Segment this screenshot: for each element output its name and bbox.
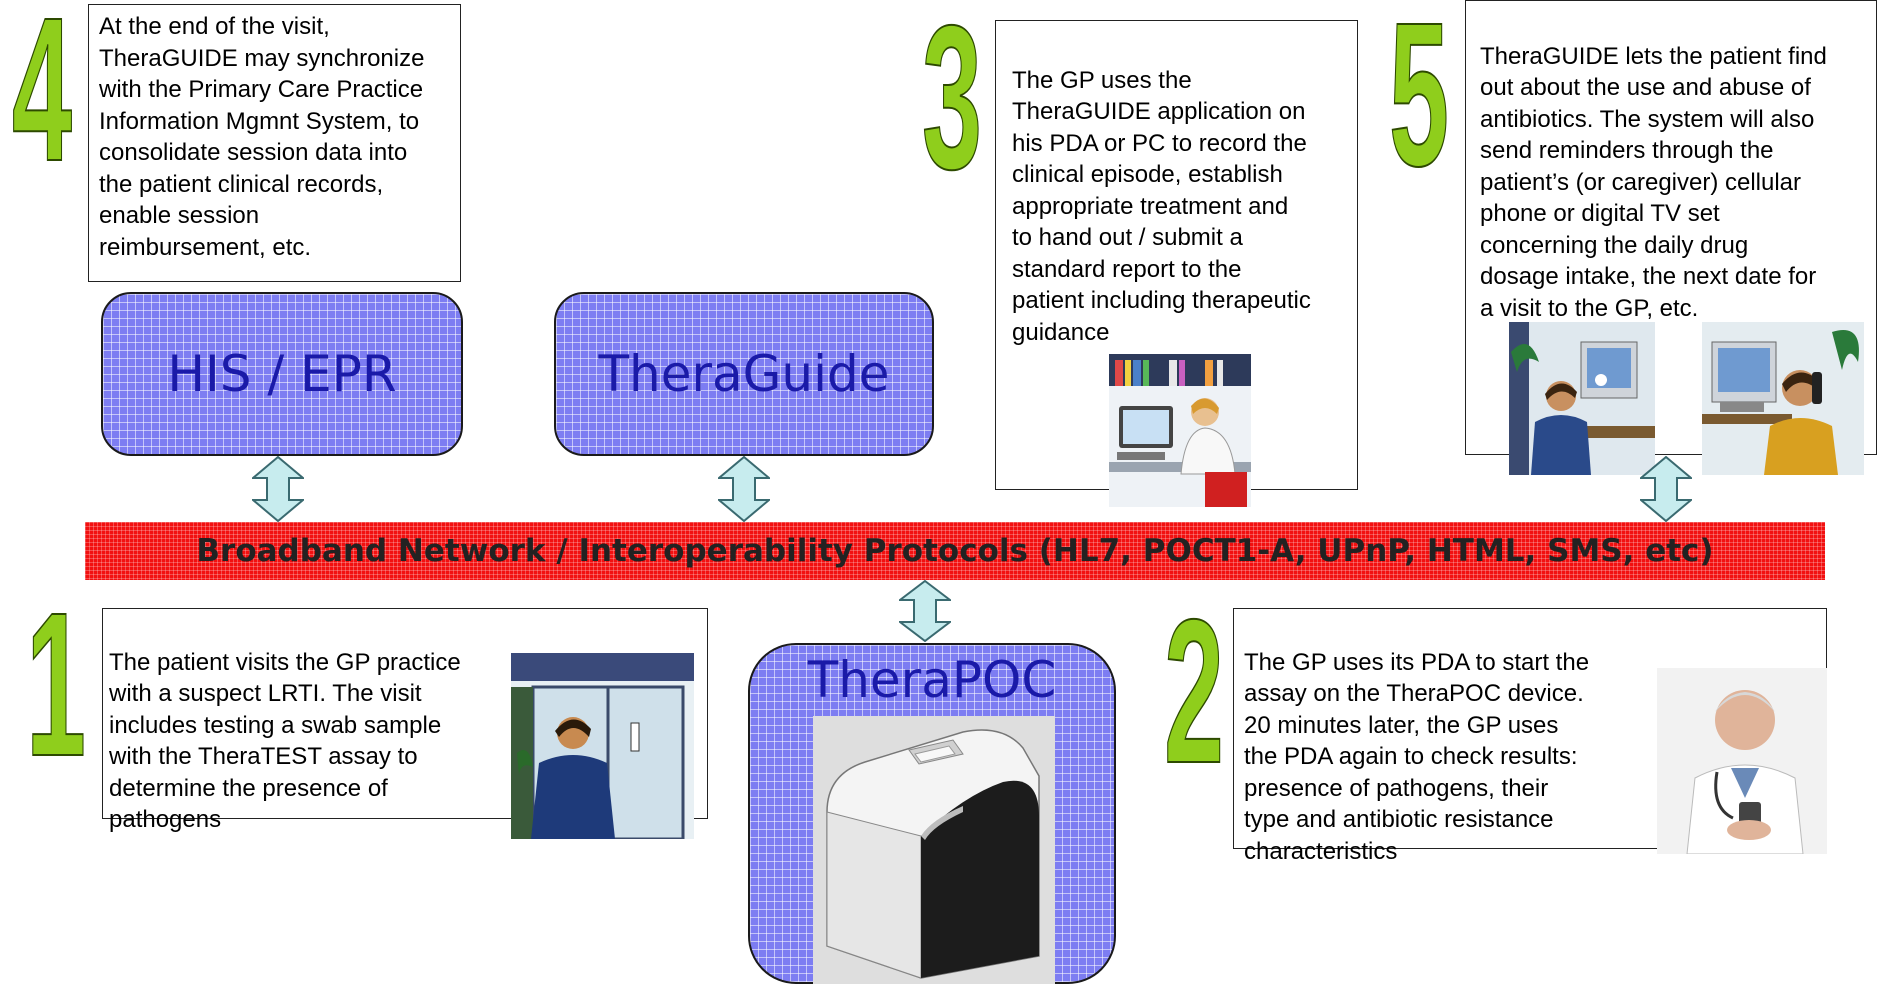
his-epr-box: HIS / EPR bbox=[101, 292, 463, 456]
step4-description: At the end of the visit, TheraGUIDE may … bbox=[88, 4, 461, 282]
patient-entering-practice-illustration bbox=[511, 621, 694, 839]
patient-with-tv-illustration bbox=[1509, 290, 1655, 475]
step3-description: The GP uses the TheraGUIDE application o… bbox=[1012, 66, 1311, 346]
network-label: Broadband Network / Interoperability Pro… bbox=[196, 533, 1714, 569]
step-number-5-glyph: 5 bbox=[1389, 15, 1449, 175]
step-number-3: 3 bbox=[918, 18, 986, 178]
patient-on-phone-illustration bbox=[1702, 290, 1864, 475]
therapoc-label: TheraPOC bbox=[807, 651, 1057, 709]
theraguide-box: TheraGuide bbox=[554, 292, 934, 456]
step-number-4: 4 bbox=[8, 10, 76, 170]
therapoc-box: TheraPOC bbox=[748, 643, 1116, 984]
broadband-network-bar: Broadband Network / Interoperability Pro… bbox=[85, 522, 1825, 580]
therapoc-device-render bbox=[813, 716, 1055, 984]
his-epr-label: HIS / EPR bbox=[167, 345, 397, 403]
step-number-1-glyph: 1 bbox=[26, 605, 86, 765]
step5-panel: TheraGUIDE lets the patient find out abo… bbox=[1465, 0, 1877, 475]
step-number-2-glyph: 2 bbox=[1164, 612, 1224, 772]
step1-panel: The patient visits the GP practice with … bbox=[102, 608, 708, 839]
patient-network-arrow bbox=[1640, 456, 1692, 522]
step1-description: The patient visits the GP practice with … bbox=[109, 648, 461, 834]
step2-panel: The GP uses its PDA to start the assay o… bbox=[1233, 608, 1827, 865]
step-number-1: 1 bbox=[22, 605, 90, 765]
his-network-arrow bbox=[252, 456, 304, 522]
gp-at-computer-illustration bbox=[1109, 322, 1251, 507]
step5-description: TheraGUIDE lets the patient find out abo… bbox=[1480, 42, 1827, 322]
step2-description: The GP uses its PDA to start the assay o… bbox=[1244, 648, 1590, 865]
step3-panel: The GP uses the TheraGUIDE application o… bbox=[995, 20, 1358, 507]
step-number-3-glyph: 3 bbox=[922, 18, 982, 178]
step-number-5: 5 bbox=[1385, 15, 1453, 175]
step-number-2: 2 bbox=[1160, 612, 1228, 772]
step-number-4-glyph: 4 bbox=[12, 10, 72, 170]
doctor-with-pda-photo bbox=[1657, 636, 1827, 854]
theraguide-label: TheraGuide bbox=[598, 345, 890, 403]
therapoc-network-arrow bbox=[899, 580, 951, 642]
theraguide-network-arrow bbox=[718, 456, 770, 522]
